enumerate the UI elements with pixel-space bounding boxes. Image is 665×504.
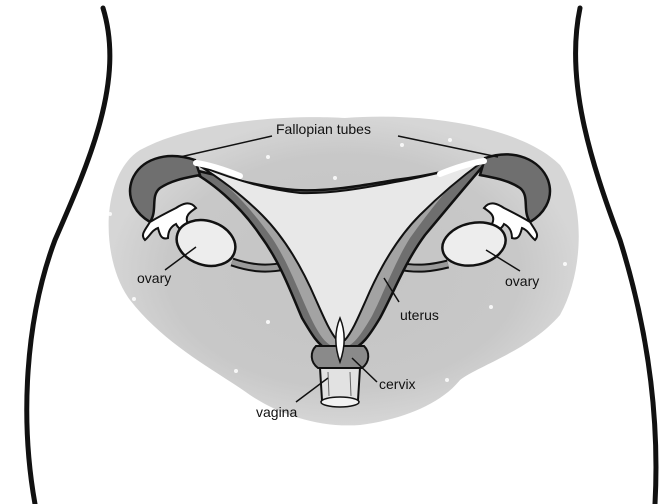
label-uterus: uterus (400, 307, 439, 323)
label-ovary-right: ovary (505, 273, 539, 289)
label-ovary-left: ovary (137, 270, 171, 286)
label-cervix: cervix (379, 376, 416, 392)
vaginal-opening (321, 397, 359, 407)
body-outline-left (27, 8, 110, 504)
label-fallopian-tubes: Fallopian tubes (276, 121, 371, 137)
label-vagina: vagina (256, 404, 297, 420)
body-outline-right (576, 8, 656, 504)
